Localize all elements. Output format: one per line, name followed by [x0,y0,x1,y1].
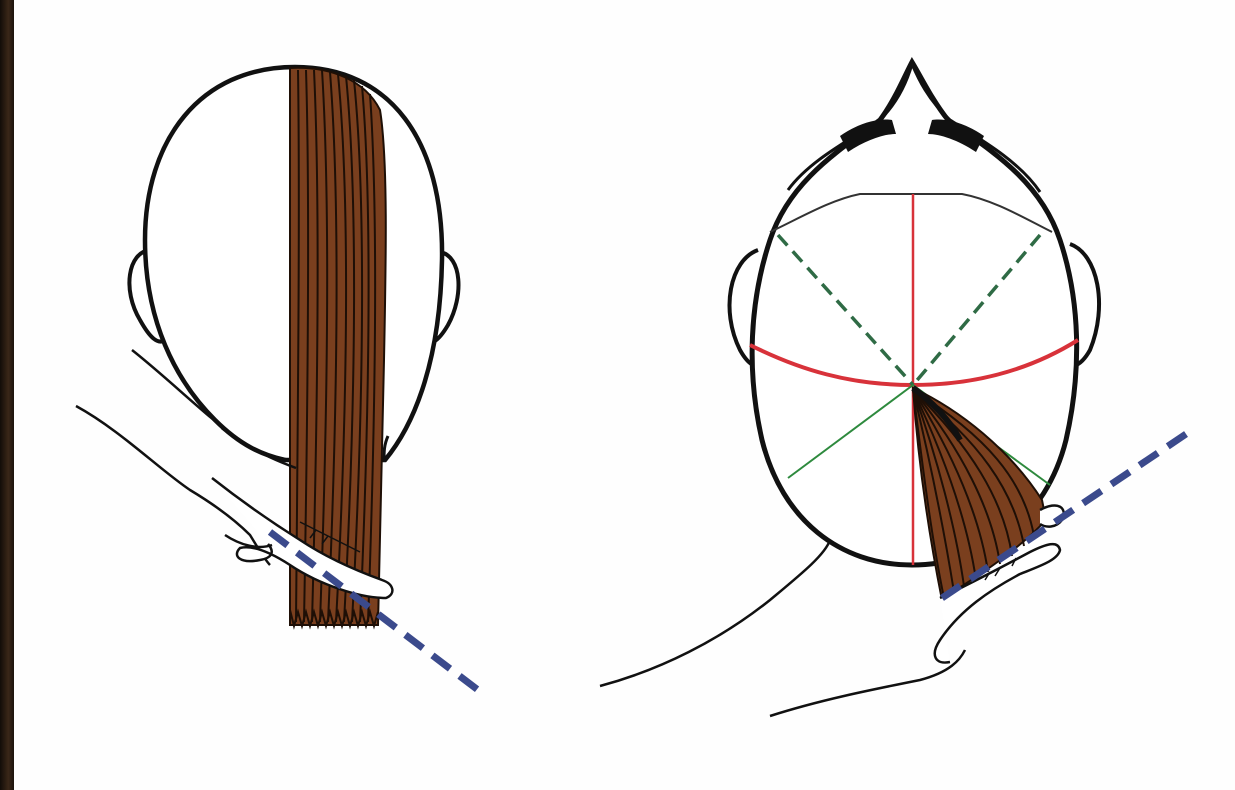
right-arm-lower [600,540,830,686]
head-top-view-icon [730,62,1100,565]
